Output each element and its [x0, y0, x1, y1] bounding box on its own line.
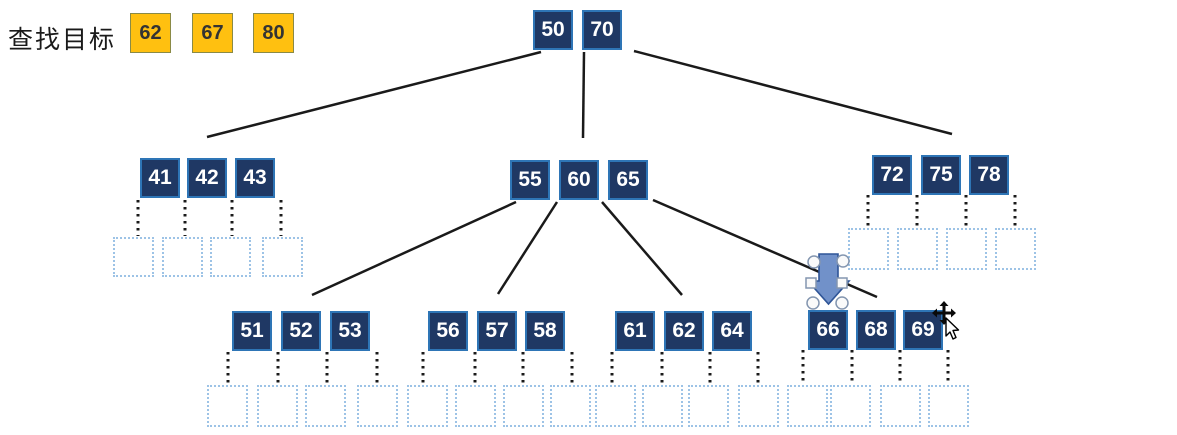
tree-key-43[interactable]: 43 [235, 158, 275, 198]
empty-child-slot[interactable] [688, 385, 729, 427]
empty-child-slot[interactable] [357, 385, 398, 427]
search-target-value-67[interactable]: 67 [192, 13, 233, 53]
tree-key-75[interactable]: 75 [921, 155, 961, 195]
handle-mid-left[interactable] [805, 277, 817, 289]
tree-key-61[interactable]: 61 [615, 311, 655, 351]
handle-bottom-left[interactable] [806, 296, 820, 310]
empty-child-slot[interactable] [897, 228, 938, 270]
empty-child-slot[interactable] [787, 385, 828, 427]
empty-child-slot[interactable] [595, 385, 636, 427]
empty-child-slot[interactable] [946, 228, 987, 270]
empty-child-slot[interactable] [738, 385, 779, 427]
tree-key-69[interactable]: 69 [903, 310, 943, 350]
arrow-pointer-icon [945, 317, 960, 340]
search-target-value-80[interactable]: 80 [253, 13, 294, 53]
tree-key-53[interactable]: 53 [330, 311, 370, 351]
empty-child-slot[interactable] [407, 385, 448, 427]
handle-bottom-right[interactable] [835, 296, 849, 310]
tree-key-52[interactable]: 52 [281, 311, 321, 351]
tree-key-62[interactable]: 62 [664, 311, 704, 351]
empty-child-slot[interactable] [928, 385, 969, 427]
empty-child-slot[interactable] [880, 385, 921, 427]
selected-shape-group [805, 253, 851, 310]
tree-key-60[interactable]: 60 [559, 160, 599, 200]
tree-key-55[interactable]: 55 [510, 160, 550, 200]
handle-top-left[interactable] [807, 255, 821, 269]
tree-key-58[interactable]: 58 [525, 311, 565, 351]
empty-child-slot[interactable] [162, 237, 203, 277]
tree-edge [311, 200, 517, 297]
empty-child-slot[interactable] [305, 385, 346, 427]
empty-child-slot[interactable] [210, 237, 251, 277]
empty-child-slot[interactable] [995, 228, 1036, 270]
tree-key-42[interactable]: 42 [187, 158, 227, 198]
tree-key-51[interactable]: 51 [232, 311, 272, 351]
down-block-arrow-icon[interactable] [806, 253, 851, 306]
selection-handles[interactable] [805, 254, 850, 310]
search-target-value-62[interactable]: 62 [130, 13, 171, 53]
tree-key-65[interactable]: 65 [608, 160, 648, 200]
tree-edge [633, 49, 953, 136]
tree-key-41[interactable]: 41 [140, 158, 180, 198]
tree-edge [206, 50, 542, 139]
tree-key-68[interactable]: 68 [856, 310, 896, 350]
tree-key-72[interactable]: 72 [872, 155, 912, 195]
tree-key-70[interactable]: 70 [582, 10, 622, 50]
tree-key-64[interactable]: 64 [712, 311, 752, 351]
empty-child-slot[interactable] [113, 237, 154, 277]
empty-child-slot[interactable] [642, 385, 683, 427]
tree-edge [601, 201, 683, 296]
empty-child-slot[interactable] [207, 385, 248, 427]
handle-mid-right[interactable] [836, 277, 848, 289]
tree-key-56[interactable]: 56 [428, 311, 468, 351]
empty-child-slot[interactable] [455, 385, 496, 427]
tree-key-50[interactable]: 50 [533, 10, 573, 50]
tree-key-57[interactable]: 57 [477, 311, 517, 351]
empty-child-slot[interactable] [257, 385, 298, 427]
empty-child-slot[interactable] [550, 385, 591, 427]
empty-child-slot[interactable] [848, 228, 889, 270]
tree-edge [652, 198, 878, 299]
empty-child-slot[interactable] [503, 385, 544, 427]
tree-key-66[interactable]: 66 [808, 310, 848, 350]
tree-edge [496, 201, 559, 295]
tree-key-78[interactable]: 78 [969, 155, 1009, 195]
tree-edge [581, 51, 586, 139]
search-target-label: 查找目标 [8, 26, 117, 54]
empty-child-slot[interactable] [830, 385, 871, 427]
empty-child-slot[interactable] [262, 237, 303, 277]
